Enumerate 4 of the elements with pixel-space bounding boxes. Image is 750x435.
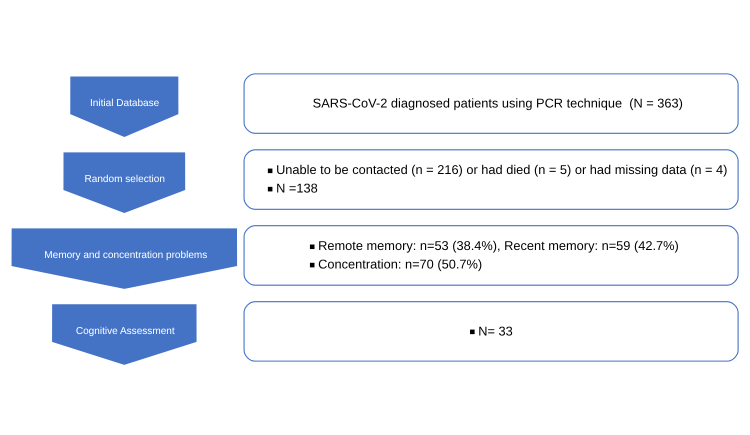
node-box: SARS-CoV-2 diagnosed patients using PCR technique (N = 363) — [244, 73, 739, 134]
node-box: Unable to be contacted (n = 216) or had died (n = 5) or had missing data (n = 4) N =138 — [244, 149, 739, 210]
node-box: Remote memory: n=53 (38.4%), Recent memory: n=59 (42.7%) Concentration: n=70 (50.7%) — [244, 225, 739, 286]
node-box: N= 33 — [244, 301, 739, 362]
